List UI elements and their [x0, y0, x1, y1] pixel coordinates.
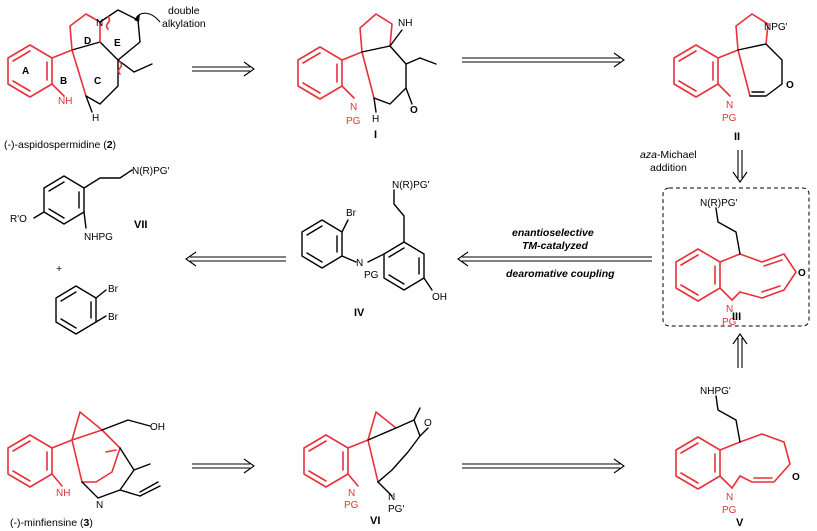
cpdIII-n-atom: N — [726, 304, 733, 315]
conditions-line-3: dearomative coupling — [506, 268, 615, 280]
cpdI-pg-atom: PG — [346, 116, 361, 127]
cpdI-nh-atom: NH — [398, 18, 412, 29]
aspido-n-atom: N — [96, 18, 103, 29]
aspidospermidine-caption: (-)-aspidospermidine (2) — [4, 139, 116, 151]
dibromo-br-atom-1: Br — [108, 284, 119, 295]
cpdI-n-atom: N — [350, 102, 357, 113]
cpdI-h-atom: H — [372, 114, 379, 125]
conditions-line-1: enantioselective — [512, 227, 594, 239]
cpdII-n-atom: N — [726, 100, 733, 111]
conditions-line-2: TM-catalyzed — [522, 240, 589, 252]
compound-label-II: II — [734, 131, 740, 143]
compound-label-IV: IV — [354, 307, 365, 319]
cpdVII-nrpg-atom: N(R)PG' — [132, 166, 170, 177]
retro-arrow-2-to-I — [192, 61, 255, 77]
retro-arrow-III-to-II — [732, 150, 748, 183]
compound-V-structure: NHPG' N PG O V — [675, 386, 800, 529]
minfiensine-structure: NH N OH — [7, 411, 165, 511]
cpdVI-o-atom: O — [424, 418, 432, 429]
minf-nh-atom: NH — [56, 488, 70, 499]
cpdIV-oh-atom: OH — [432, 292, 447, 303]
cpdII-npg-atom: NPG' — [764, 22, 788, 33]
cpdV-o-atom: O — [792, 472, 800, 483]
minfiensine-caption: (-)-minfiensine (3) — [10, 517, 93, 529]
minf-oh-atom: OH — [150, 422, 165, 433]
ring-label-b: B — [60, 76, 67, 87]
cpdV-pg-atom: PG — [722, 505, 737, 516]
dibromobenzene-structure: Br Br — [55, 284, 119, 335]
minf-n-atom: N — [96, 500, 103, 511]
cpdV-n-atom: N — [726, 492, 733, 503]
ring-label-e: E — [114, 38, 121, 49]
plus-sign: + — [56, 263, 62, 275]
ring-label-d: D — [84, 36, 91, 47]
retro-arrow-3-to-VI — [192, 458, 255, 474]
aza-michael-label-2: addition — [650, 162, 687, 174]
cpdIII-o-atom: O — [798, 268, 806, 279]
retro-arrow-I-to-II — [462, 52, 625, 68]
retro-arrow-VI-to-V — [462, 458, 625, 474]
compound-I-structure: NH N PG H O I — [297, 13, 437, 141]
aspidospermidine-structure: N NH H A B C D E double alkylation — [7, 5, 206, 124]
cpdI-o-atom: O — [410, 105, 418, 116]
compound-II-structure: NPG' N PG O II — [673, 13, 794, 143]
retro-arrow-IV-to-VII — [185, 251, 286, 267]
compound-IV-structure: Br N PG N(R)PG' OH IV — [301, 180, 447, 319]
compound-III-structure: N(R)PG' N PG O III — [675, 198, 806, 328]
cpdIII-nrpg-atom: N(R)PG' — [700, 198, 738, 209]
cpdVI-n2-atom: N — [388, 492, 395, 503]
compound-VI-structure: O N PG N PG' VI — [303, 407, 432, 527]
ring-label-c: C — [94, 76, 101, 87]
cpdIV-n-atom: N — [356, 258, 363, 269]
ring-label-a: A — [22, 66, 29, 77]
cpdIV-nrpg-atom: N(R)PG' — [392, 180, 430, 191]
compound-label-VI: VI — [370, 515, 380, 527]
compound-label-VII: VII — [134, 219, 147, 231]
compound-label-III: III — [732, 311, 741, 323]
compound-label-V: V — [736, 517, 744, 529]
cpdVI-pgp-atom: PG' — [388, 504, 404, 515]
compound-III-highlight-box — [662, 187, 810, 327]
cpdV-nhpg-atom: NHPG' — [700, 386, 731, 397]
cpdII-pg-atom: PG — [722, 113, 737, 124]
cpdVII-nhpg-atom: NHPG — [84, 232, 113, 243]
compound-label-I: I — [374, 129, 377, 141]
cpdIV-br-atom: Br — [346, 208, 357, 219]
cpdIII-pg-atom: PG — [722, 317, 737, 328]
double-alkylation-label-1: double — [168, 5, 200, 17]
double-alkylation-label-2: alkylation — [162, 18, 206, 30]
dibromo-br-atom-2: Br — [108, 312, 119, 323]
compound-VII-structure: R'O N(R)PG' NHPG VII — [10, 166, 170, 243]
aza-michael-label-1: aza-Michael — [640, 149, 697, 161]
cpdVII-ro-atom: R'O — [10, 214, 27, 225]
cpdVI-n-atom: N — [348, 488, 355, 499]
aspido-h-atom: H — [92, 113, 99, 124]
cpdIV-pg-atom: PG — [364, 270, 379, 281]
retro-arrow-III-to-IV — [457, 251, 652, 267]
cpdVI-pg-atom: PG — [344, 500, 359, 511]
aspido-nh-atom: NH — [58, 96, 72, 107]
retro-arrow-V-to-III — [732, 333, 748, 368]
cpdII-o-atom: O — [786, 80, 794, 91]
